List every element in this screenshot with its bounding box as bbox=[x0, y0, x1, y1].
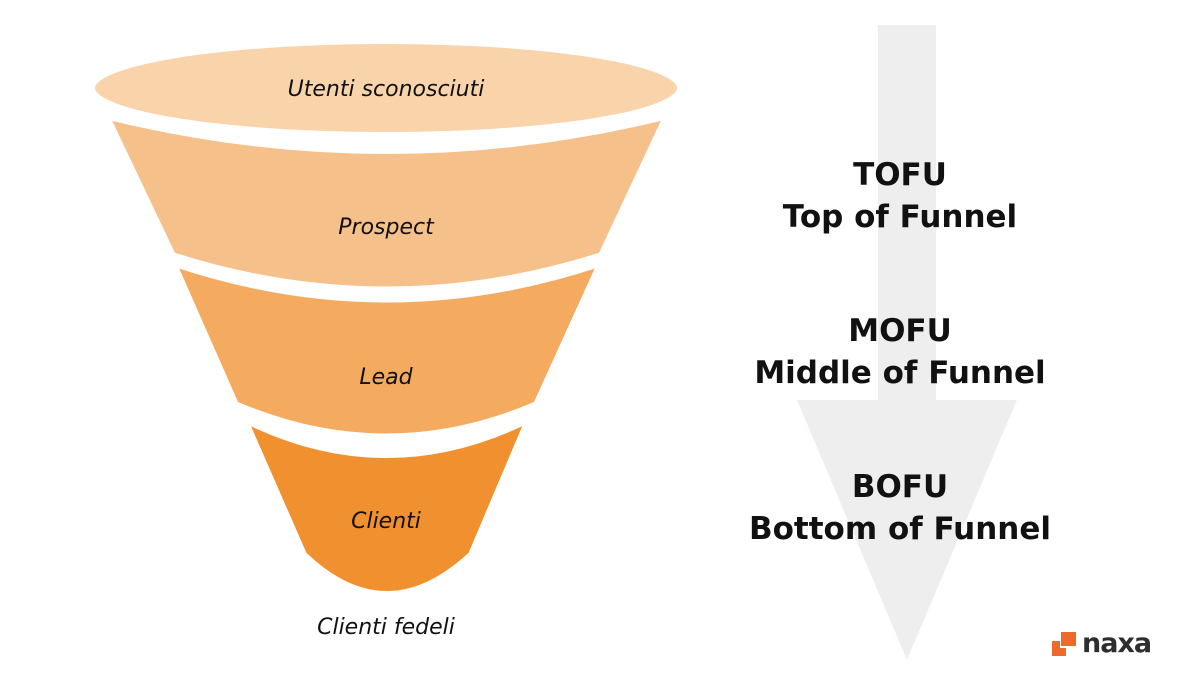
level-label: Lead bbox=[359, 365, 413, 390]
stage-acronym: BOFU bbox=[851, 469, 949, 505]
down-arrow bbox=[797, 25, 1017, 660]
funnel-level-prospect bbox=[97, 109, 676, 295]
stage-tofu: TOFU Top of Funnel bbox=[700, 154, 1100, 238]
logo-text: naxa bbox=[1082, 628, 1152, 659]
stage-name: Middle of Funnel bbox=[754, 355, 1046, 391]
level-label: Prospect bbox=[338, 215, 435, 240]
funnel-level-lead bbox=[164, 255, 610, 442]
stage-name: Bottom of Funnel bbox=[748, 511, 1052, 547]
level-label: Utenti sconosciuti bbox=[288, 77, 485, 102]
logo-mark-icon bbox=[1052, 632, 1076, 656]
funnel-level-clienti bbox=[234, 409, 538, 599]
funnel-level-utenti-sconosciuti bbox=[89, 38, 683, 138]
stage-acronym: MOFU bbox=[848, 313, 952, 349]
naxa-logo: naxa bbox=[1052, 628, 1152, 659]
stage-bofu: BOFU Bottom of Funnel bbox=[700, 466, 1100, 550]
bottom-label: Clienti fedeli bbox=[317, 615, 455, 640]
stage-acronym: TOFU bbox=[853, 157, 947, 193]
level-label: Clienti bbox=[351, 509, 421, 534]
stage-name: Top of Funnel bbox=[782, 199, 1018, 235]
stage-mofu: MOFU Middle of Funnel bbox=[700, 310, 1100, 394]
